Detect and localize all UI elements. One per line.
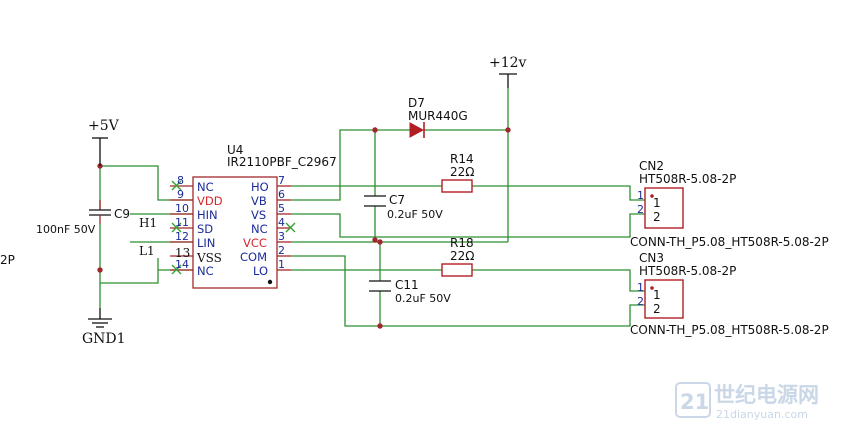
c11-value: 0.2uF 50V	[395, 292, 451, 305]
u4-value: IR2110PBF_C2967	[227, 155, 337, 169]
u4-pin-name: HIN	[197, 208, 218, 222]
u4-pin-name: HO	[251, 180, 269, 194]
diode-d7: D7 MUR440G	[408, 96, 468, 138]
u4-pin-name: VDD	[197, 194, 223, 208]
edge-text-fragment: 2P	[0, 253, 15, 267]
u4-pin-num: 1	[278, 258, 285, 271]
wires	[99, 88, 645, 327]
r14-value: 22Ω	[450, 165, 474, 179]
u4-pin-name: NC	[197, 264, 214, 278]
cn2-pin-num: 2	[637, 203, 644, 216]
u4-pin-name: VCC	[243, 236, 267, 250]
watermark: 21 世纪电源网 21dianyuan.com	[675, 382, 819, 421]
u4-pin-num: 13	[175, 246, 190, 260]
ground-label: GND1	[82, 331, 126, 347]
r14-ref: R14	[450, 152, 474, 166]
c7-value: 0.2uF 50V	[387, 208, 443, 221]
u4-ref: U4	[227, 143, 243, 157]
cn2-pin-num: 1	[637, 189, 644, 202]
resistor-r14: R14 22Ω	[441, 152, 474, 193]
c9-value: 100nF 50V	[36, 223, 96, 236]
power-5v-label: +5V	[88, 118, 120, 134]
capacitor-c9: C9 100nF 50V	[36, 200, 130, 236]
u4-pin-num: 14	[175, 258, 189, 271]
capacitor-c11: C11 0.2uF 50V	[369, 278, 451, 305]
u4-pin-num: 12	[175, 230, 189, 243]
cn3-pin-num: 1	[637, 281, 644, 294]
r18-value: 22Ω	[450, 249, 474, 263]
u4-pin-name: NC	[251, 222, 268, 236]
u4-pin-name: LO	[253, 264, 268, 278]
cn2-value: HT508R-5.08-2P	[639, 172, 736, 186]
net-label-l1: L1	[139, 244, 155, 258]
power-12v-label: +12v	[489, 55, 527, 71]
u4-pin-num: 5	[278, 202, 285, 215]
cn3-pin-name: 1	[653, 288, 661, 302]
r18-ref: R18	[450, 236, 474, 250]
u4-pin-num: 10	[175, 202, 189, 215]
power-12v: +12v	[489, 55, 527, 88]
power-5v: +5V	[88, 118, 120, 166]
u4-pin-num: 2	[278, 244, 285, 257]
resistor-r18: R18 22Ω	[441, 236, 474, 277]
u4-pin-num: 7	[278, 174, 285, 187]
cn3-footprint: CONN-TH_P5.08_HT508R-5.08-2P	[630, 323, 829, 337]
ic-u4: U4 IR2110PBF_C2967 8 9 10 11 12 13 14	[170, 143, 337, 289]
cn2-ref: CN2	[639, 159, 664, 173]
u4-pin-num: 6	[278, 188, 285, 201]
net-label-h1: H1	[139, 216, 157, 230]
connector-cn2: CN2 HT508R-5.08-2P 1 2 1 2 CONN-TH_P5.08…	[630, 159, 829, 249]
u4-pin-name: VSS	[196, 251, 222, 265]
capacitor-c7: C7 0.2uF 50V	[364, 193, 443, 221]
u4-pin-num: 11	[175, 216, 189, 229]
u4-pin-num: 9	[177, 188, 184, 201]
u4-pin-name: VB	[251, 194, 267, 208]
d7-value: MUR440G	[408, 109, 468, 123]
u4-pin-name: NC	[197, 180, 214, 194]
u4-pin-name: VS	[251, 208, 266, 222]
cn3-ref: CN3	[639, 251, 664, 265]
c11-ref: C11	[395, 278, 419, 292]
cn3-pin-num: 2	[637, 295, 644, 308]
cn2-footprint: CONN-TH_P5.08_HT508R-5.08-2P	[630, 235, 829, 249]
u4-pin-name: LIN	[197, 236, 215, 250]
d7-ref: D7	[408, 96, 425, 110]
watermark-text: 世纪电源网	[714, 383, 819, 407]
cn2-pin-name: 1	[653, 196, 661, 210]
no-connect-markers	[171, 180, 296, 275]
u4-pin-name: COM	[240, 250, 267, 264]
ground-gnd1: GND1	[82, 308, 126, 347]
u4-pin-name: SD	[197, 222, 213, 236]
watermark-url: 21dianyuan.com	[716, 408, 808, 421]
c9-ref: C9	[114, 207, 130, 221]
c7-ref: C7	[389, 193, 405, 207]
watermark-logo: 21	[680, 390, 709, 414]
cn3-value: HT508R-5.08-2P	[639, 264, 736, 278]
u4-pin-num: 8	[177, 174, 184, 187]
connector-cn3: CN3 HT508R-5.08-2P 1 2 1 2 CONN-TH_P5.08…	[630, 251, 829, 337]
u4-pin-num: 4	[278, 216, 285, 229]
u4-pin-num: 3	[278, 230, 285, 243]
cn2-pin-name: 2	[653, 210, 661, 224]
cn3-pin-name: 2	[653, 302, 661, 316]
